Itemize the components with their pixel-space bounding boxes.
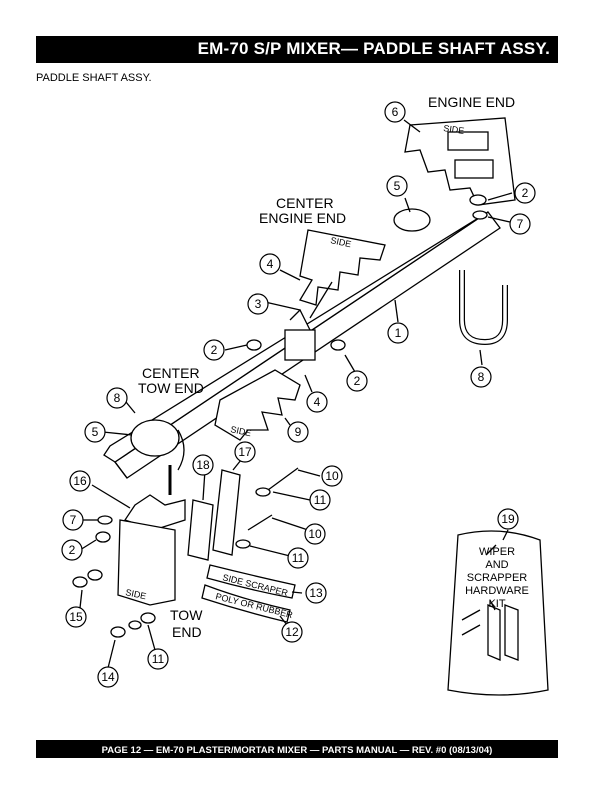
callout-17: 17 <box>238 445 252 459</box>
scraper-bracket-17 <box>212 469 241 556</box>
washer-15 <box>87 569 103 581</box>
nut-14 <box>110 626 126 638</box>
nut-15 <box>72 576 88 588</box>
callout-1: 1 <box>395 326 402 340</box>
paddle-side-tow: SIDE <box>125 587 148 601</box>
tow-paddle-blade <box>130 419 180 457</box>
callout-7-engine: 7 <box>517 217 524 231</box>
u-bolt-left <box>177 429 185 471</box>
tow-end-paddle <box>117 519 176 606</box>
bolt-10b <box>247 514 273 531</box>
callout-2-center-left: 2 <box>211 343 218 357</box>
callout-3: 3 <box>255 297 262 311</box>
paddle-side-center-engine: SIDE <box>330 235 353 249</box>
washer-11-tow <box>140 612 156 624</box>
header-bar: EM-70 S/P MIXER— PADDLE SHAFT ASSY. <box>36 36 558 63</box>
callout-4-top: 4 <box>267 257 274 271</box>
kit-line-2: AND <box>485 559 508 571</box>
callout-10-bottom: 10 <box>308 527 322 541</box>
bolt-3 <box>309 281 333 319</box>
engine-washer <box>472 210 488 220</box>
callout-16: 16 <box>73 474 87 488</box>
engine-nut <box>469 194 487 206</box>
side-scraper <box>206 564 296 599</box>
callout-2-engine: 2 <box>522 186 529 200</box>
callout-18: 18 <box>196 458 210 472</box>
washer-11a <box>255 487 271 497</box>
footer-bar: PAGE 12 — EM-70 PLASTER/MORTAR MIXER — P… <box>36 740 558 758</box>
callout-9: 9 <box>295 425 302 439</box>
kit-line-5: KIT <box>488 598 505 610</box>
callout-11-top: 11 <box>314 493 327 507</box>
bolt-10a <box>267 467 299 491</box>
washer-14 <box>128 620 142 630</box>
label-tow-1: TOW <box>170 607 203 623</box>
footer-text: PAGE 12 — EM-70 PLASTER/MORTAR MIXER — P… <box>101 745 493 756</box>
callout-6: 6 <box>392 105 399 119</box>
kit-bolt-1 <box>461 609 481 621</box>
callout-10-top: 10 <box>325 469 339 483</box>
callout-7-tow: 7 <box>70 513 77 527</box>
label-center-tow-1: CENTER <box>142 365 200 381</box>
wiper-kit-panel <box>447 530 549 696</box>
callout-15: 15 <box>69 610 83 624</box>
kit-bolt-2 <box>461 624 481 636</box>
callout-12: 12 <box>285 625 299 639</box>
paddle-side-center-tow: SIDE <box>230 424 253 438</box>
center-nut-right <box>330 339 346 351</box>
u-bolt-right <box>459 270 508 346</box>
label-center-engine-2: ENGINE END <box>259 210 346 226</box>
kit-bracket-2 <box>504 604 519 661</box>
callout-13: 13 <box>309 586 323 600</box>
kit-line-3: SCRAPPER <box>467 572 528 584</box>
callout-11-tow: 11 <box>152 652 165 666</box>
callout-4-bottom: 4 <box>314 395 321 409</box>
engine-end-paddle <box>404 117 516 206</box>
label-tow-2: END <box>172 624 202 640</box>
center-engine-paddle <box>299 229 386 306</box>
kit-line-1: WIPER <box>479 546 515 558</box>
callout-5-tow: 5 <box>92 425 99 439</box>
kit-bracket-1 <box>487 604 501 661</box>
callout-5-engine: 5 <box>394 179 401 193</box>
kit-line-4: HARDWARE <box>465 585 529 597</box>
center-tow-paddle <box>214 369 301 441</box>
callout-11-bottom: 11 <box>292 551 305 565</box>
page-title: EM-70 S/P MIXER— PADDLE SHAFT ASSY. <box>197 39 550 58</box>
callout-8-engine: 8 <box>478 370 485 384</box>
label-center-tow-2: TOW END <box>138 380 204 396</box>
engine-paddle-blade <box>393 208 431 232</box>
tow-nut <box>95 531 111 543</box>
tow-washer <box>97 515 113 525</box>
callout-2-tow: 2 <box>69 543 76 557</box>
callout-2-center-right: 2 <box>354 374 361 388</box>
poly-rubber-scraper <box>201 584 291 623</box>
scraper-bracket-18 <box>187 499 214 561</box>
callout-19: 19 <box>501 512 515 526</box>
label-engine-end: ENGINE END <box>428 94 515 110</box>
center-clamp <box>284 329 316 361</box>
center-nut-left <box>246 339 262 351</box>
callout-14: 14 <box>101 670 115 684</box>
section-subtitle: PADDLE SHAFT ASSY. <box>36 72 152 84</box>
paddle-side-engine: SIDE <box>443 123 465 136</box>
washer-11b <box>235 539 251 549</box>
label-center-engine-1: CENTER <box>276 195 334 211</box>
callout-8-tow: 8 <box>114 391 121 405</box>
